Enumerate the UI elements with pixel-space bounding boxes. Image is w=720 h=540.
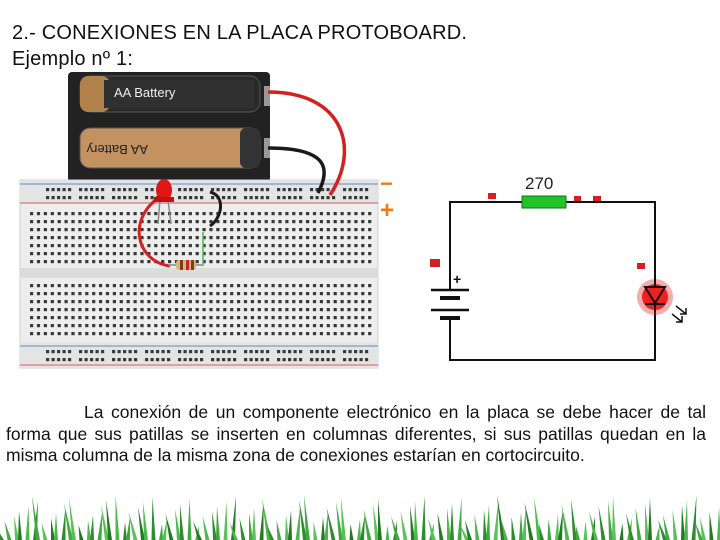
center-channel bbox=[20, 268, 378, 278]
resistor-value-label: 270 bbox=[525, 174, 553, 193]
node-marker bbox=[574, 196, 581, 201]
schematic-led-symbol bbox=[637, 278, 687, 323]
slide-title: 2.- CONEXIONES EN LA PLACA PROTOBOARD. E… bbox=[12, 20, 467, 72]
title-line-2: Ejemplo nº 1: bbox=[12, 48, 134, 70]
plus-marker: + bbox=[380, 197, 394, 224]
schematic-battery-symbol: + bbox=[431, 271, 469, 322]
circuit-illustration: AA Battery AA Battery bbox=[19, 72, 687, 369]
battery-plus-label: + bbox=[453, 271, 461, 287]
resistor-component bbox=[168, 260, 204, 270]
battery-top-label: AA Battery bbox=[114, 85, 176, 100]
battery-cell-bottom: AA Battery bbox=[79, 127, 261, 169]
grass-blades bbox=[0, 495, 720, 540]
node-marker bbox=[593, 196, 601, 201]
schematic-diagram: 270 + bbox=[430, 174, 687, 361]
light-emission-arrow-icon bbox=[675, 305, 687, 315]
red-wire-battery bbox=[267, 90, 347, 196]
grass-decoration bbox=[0, 495, 720, 540]
title-line-1: 2.- CONEXIONES EN LA PLACA PROTOBOARD. bbox=[12, 22, 468, 44]
battery-holder: AA Battery AA Battery bbox=[68, 72, 270, 182]
black-jumper-wire bbox=[209, 190, 222, 228]
battery-cell-top: AA Battery bbox=[79, 75, 261, 113]
light-emission-arrow-icon bbox=[671, 313, 683, 323]
battery-bottom-label: AA Battery bbox=[86, 142, 148, 157]
node-marker bbox=[430, 259, 440, 267]
schematic-resistor bbox=[521, 195, 567, 209]
led-component bbox=[154, 179, 174, 225]
breadboard bbox=[19, 179, 379, 369]
red-jumper-wire bbox=[137, 196, 171, 268]
minus-marker: − bbox=[380, 171, 393, 196]
explanation-paragraph: La conexión de un componente electrónico… bbox=[6, 402, 706, 465]
black-wire-battery bbox=[267, 146, 326, 194]
node-marker bbox=[488, 193, 496, 199]
node-marker bbox=[637, 263, 645, 269]
